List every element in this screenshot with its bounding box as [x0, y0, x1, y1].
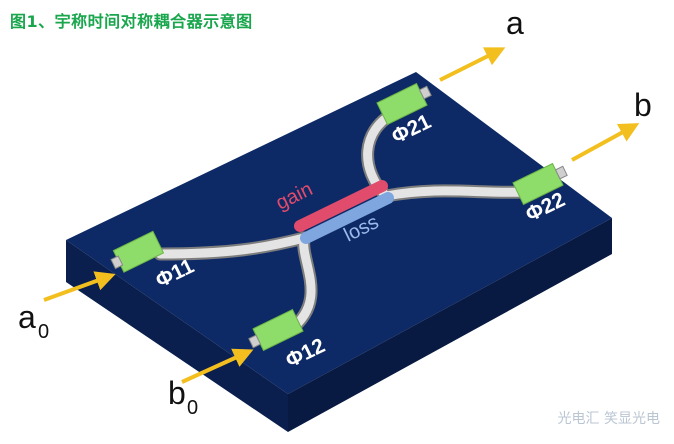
- port-pad-21: [376, 82, 432, 126]
- input-label-a0-main: a: [18, 299, 36, 335]
- output-arrow-b: [571, 123, 640, 162]
- chip-substrate: [66, 72, 612, 432]
- chip-top-face: [66, 72, 612, 394]
- input-label-a0: a 0: [18, 299, 49, 343]
- chip-front-face: [66, 240, 288, 432]
- waveguide-22: [381, 186, 529, 201]
- port-pad-22: [512, 162, 568, 206]
- waveguide-12: [285, 233, 316, 335]
- input-label-a0-sub: 0: [38, 321, 49, 343]
- watermark: 光电汇 笑显光电: [557, 411, 660, 427]
- output-label-b: b: [634, 87, 652, 123]
- input-arrow-a0: [43, 271, 116, 302]
- input-label-b0: b 0: [168, 375, 198, 419]
- waveguide-11: [155, 233, 309, 259]
- input-arrow-b0: [181, 348, 254, 384]
- port-pad-11: [110, 230, 165, 273]
- output-arrow-a: [439, 47, 506, 82]
- figure-title: 图1、宇称时间对称耦合器示意图: [10, 12, 253, 31]
- port-pad-12: [248, 308, 304, 352]
- input-label-b0-main: b: [168, 375, 186, 411]
- output-label-a: a: [506, 5, 524, 41]
- io-arrows: [43, 47, 640, 384]
- waveguides: [153, 105, 531, 337]
- loss-waveguide: [300, 192, 394, 244]
- chip-side-face: [288, 218, 612, 432]
- input-label-b0-sub: 0: [187, 397, 198, 419]
- gain-waveguide: [294, 180, 388, 232]
